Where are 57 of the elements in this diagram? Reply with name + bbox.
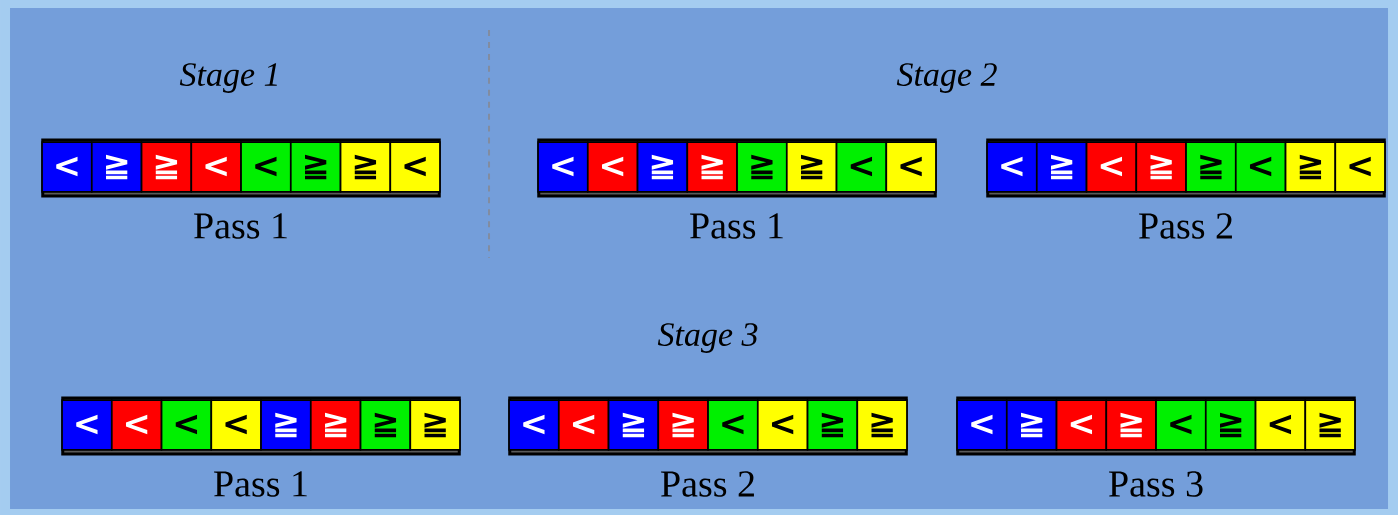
array-cell: ≧ [1036,141,1088,193]
array-cell: < [835,141,887,193]
array-cell: < [956,399,1008,451]
pass-label: Pass 1 [214,471,307,497]
array-cell: ≧ [1284,141,1336,193]
stage-heading: Stage 2 [896,63,997,93]
array-cell: ≧ [310,399,362,451]
array-cell: < [587,141,639,193]
array-cell: ≧ [736,141,788,193]
array-cell: < [160,399,212,451]
array-cell: < [61,399,113,451]
stage-heading: Stage 1 [179,63,277,93]
array-cell: < [190,141,242,193]
pass-label: Pass 3 [1109,471,1203,497]
pass-label: Pass 2 [661,471,754,497]
array-cell: ≧ [140,141,192,193]
array-cell: ≧ [359,399,411,451]
array-cell: ≧ [339,141,391,193]
array-cell: ≧ [607,399,659,451]
array-cell: ≧ [1135,141,1187,193]
array-cell: < [537,141,589,193]
array-cell: ≧ [290,141,342,193]
array-cell: < [111,399,163,451]
array-cell: ≧ [91,141,143,193]
array-cell: ≧ [1205,399,1257,451]
pass-label: Pass 2 [1139,213,1232,239]
array-cell: ≧ [1185,141,1237,193]
array-cell: ≧ [856,399,908,451]
array-cell: < [1155,399,1207,451]
array-cell: ≧ [657,399,709,451]
array-cell: ≧ [686,141,738,193]
array-cell: < [757,399,809,451]
array-cell: < [210,399,262,451]
pass-label: Pass 1 [690,213,783,239]
array-cell: ≧ [409,399,461,451]
array-cell: < [986,141,1038,193]
array-cell: ≧ [1304,399,1356,451]
array-cell: ≧ [636,141,688,193]
array-cell: ≧ [786,141,838,193]
stage-heading: Stage 3 [657,323,758,353]
array-cell: ≧ [806,399,858,451]
array-cell: < [1254,399,1306,451]
array-cell: < [1334,141,1386,193]
array-cell: < [707,399,759,451]
array-cell: < [1055,399,1107,451]
array-cell: < [240,141,292,193]
array-cell: ≧ [1006,399,1058,451]
array-cell: < [885,141,937,193]
array-cell: < [389,141,441,193]
array-cell: < [508,399,560,451]
array-cell: < [558,399,610,451]
array-cell: < [1085,141,1137,193]
array-cell: ≧ [1105,399,1157,451]
pass-label: Pass 1 [194,213,287,239]
array-cell: < [41,141,93,193]
array-cell: < [1235,141,1287,193]
array-cell: ≧ [260,399,312,451]
